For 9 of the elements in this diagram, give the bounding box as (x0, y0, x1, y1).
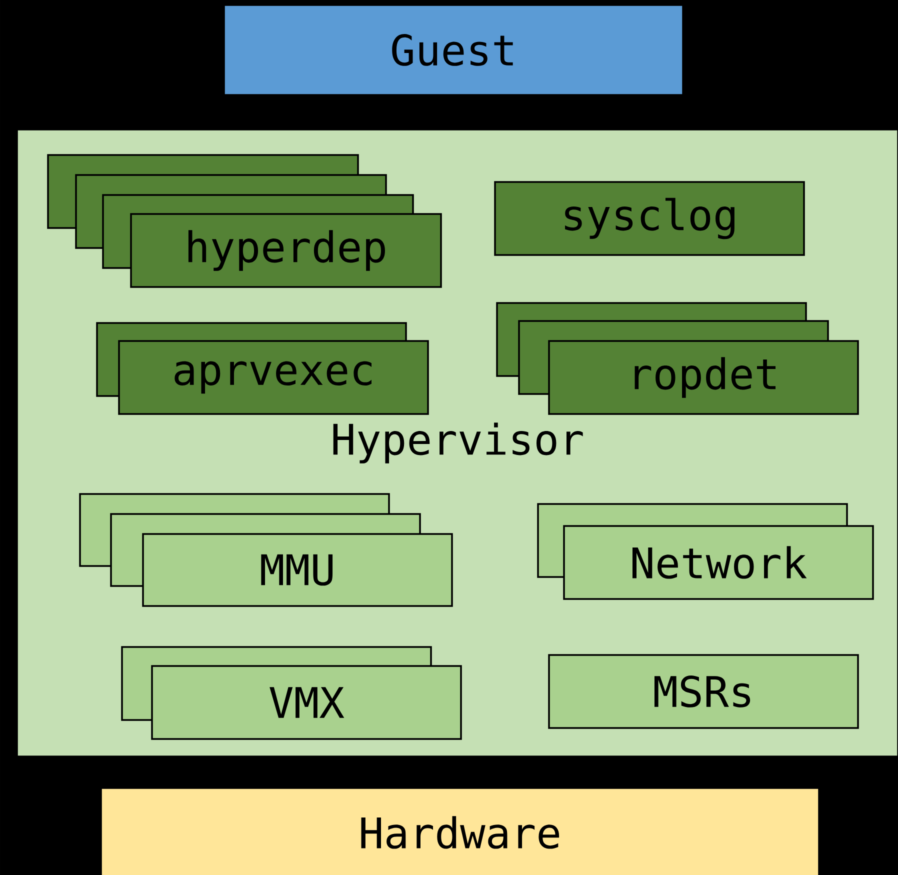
module-box: MMU (142, 533, 453, 607)
module-box: MSRs (548, 654, 859, 729)
module-box: ropdet (548, 340, 859, 415)
module-box: sysclog (494, 181, 805, 256)
layer-box: Hardware (100, 787, 820, 875)
module-box: Network (563, 525, 874, 600)
module-box: aprvexec (118, 340, 429, 415)
module-box: VMX (151, 665, 462, 740)
layer-box: Guest (223, 4, 684, 96)
